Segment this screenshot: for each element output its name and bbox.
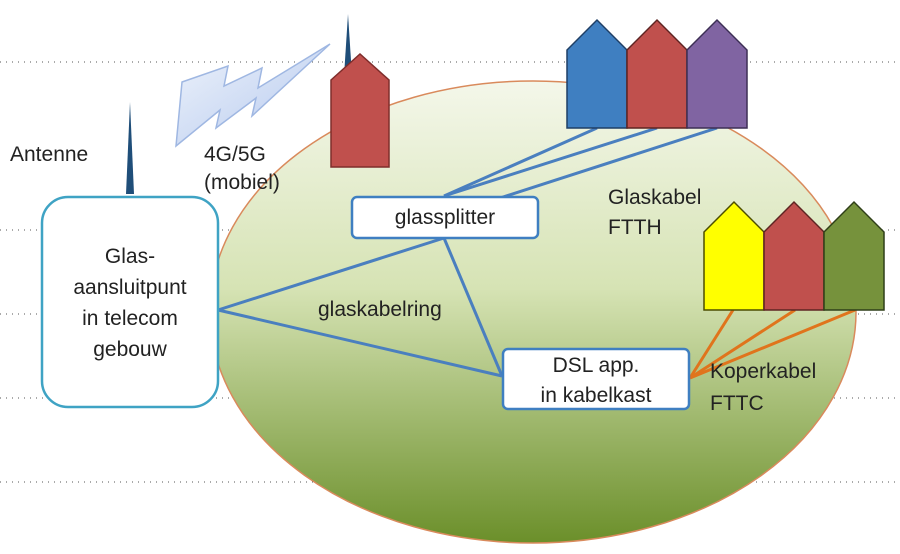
network-area-ellipse (209, 80, 857, 544)
house-icon (566, 18, 628, 129)
mobile-label-line2: (mobiel) (204, 171, 280, 194)
ring-label: glaskabelring (318, 298, 442, 321)
antenna-label: Antenne (10, 143, 89, 166)
dsl-cabinet-box (501, 347, 691, 411)
fiber-lines (217, 126, 718, 378)
splitter-label: glassplitter (394, 206, 496, 229)
exchange-label-line1: Glas- (104, 245, 156, 268)
antenna-mast-icon (126, 102, 134, 194)
splitter-box (350, 195, 540, 240)
house-icon (626, 18, 688, 129)
dsl-label-line2: in kabelkast (540, 384, 652, 407)
copper-label-line1: Koperkabel (710, 360, 817, 383)
exchange-label-line4: gebouw (93, 338, 167, 361)
lightning-bolt-icon (175, 43, 331, 148)
exchange-label-line2: aansluitpunt (73, 276, 187, 299)
copper-label-line2: FTTC (710, 392, 764, 415)
fiber-label-line2: FTTH (608, 216, 662, 239)
mobile-label-line1: 4G/5G (204, 143, 266, 166)
copper-lines (688, 308, 856, 380)
dsl-label-line1: DSL app. (552, 354, 640, 377)
fiber-label-line1: Glaskabel (608, 186, 702, 209)
house-row-ftth (566, 18, 748, 129)
antenna-mast-icon (344, 14, 352, 76)
exchange-box (40, 195, 220, 409)
exchange-label-line3: in telecom (82, 307, 178, 330)
exchange-label: Glas- aansluitpunt in telecom gebouw (42, 243, 218, 363)
house-icon (686, 18, 748, 129)
house-icon (330, 52, 390, 168)
house-icon (823, 200, 885, 311)
house-row-fttc (703, 200, 885, 311)
